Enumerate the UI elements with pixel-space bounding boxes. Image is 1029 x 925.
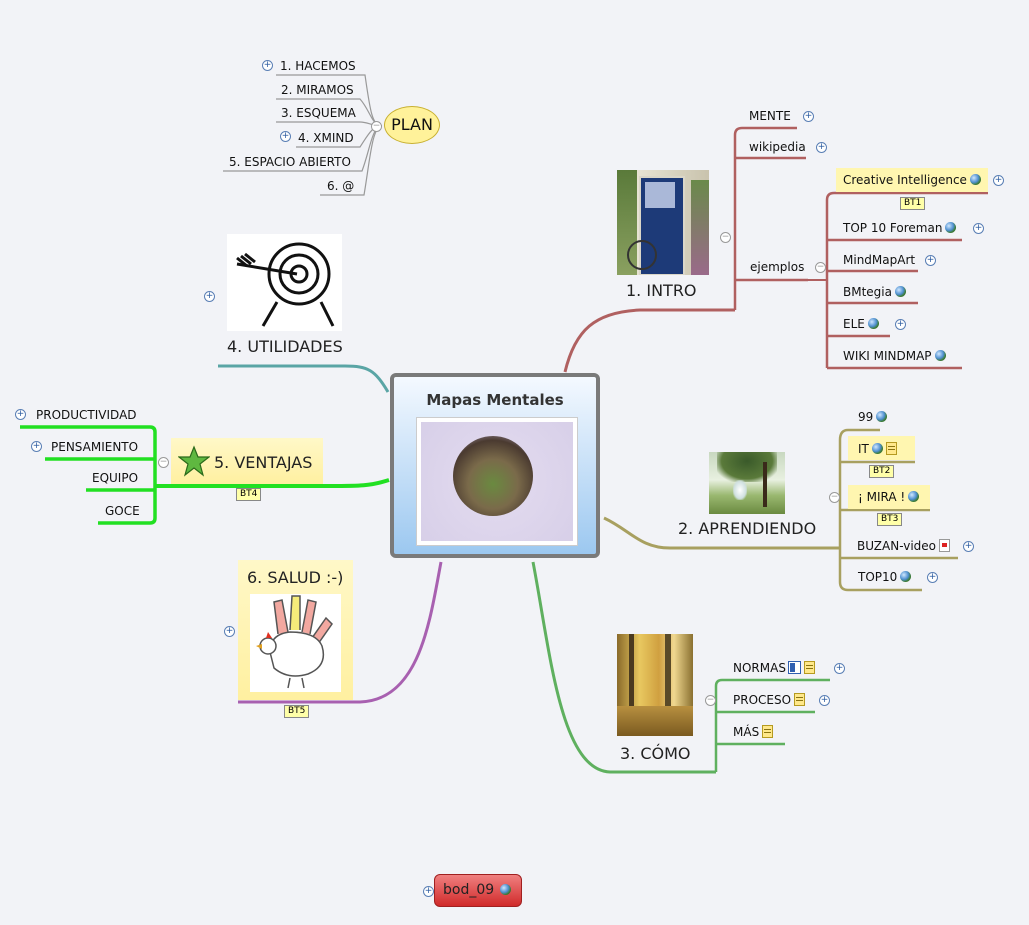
salud-topic[interactable]: 6. SALUD :-)	[247, 568, 344, 587]
aprendiendo-mira[interactable]: ¡ MIRA !	[858, 490, 920, 504]
buzan-video-expand[interactable]: +	[963, 541, 974, 552]
web-link-icon[interactable]	[900, 571, 912, 582]
attachment-icon[interactable]	[939, 539, 950, 552]
ventajas-pensamiento[interactable]: PENSAMIENTO	[51, 440, 139, 454]
web-link-icon[interactable]	[945, 222, 957, 233]
intro-wikipedia-expand[interactable]: +	[816, 142, 827, 153]
como-proceso[interactable]: PROCESO	[733, 693, 806, 707]
central-topic-title: Mapas Mentales	[426, 391, 564, 409]
utilidades-expand[interactable]: +	[204, 291, 215, 302]
example-bmtegia[interactable]: BMtegia	[843, 285, 906, 299]
note-icon[interactable]	[762, 725, 774, 738]
example-ele[interactable]: ELE	[843, 317, 879, 331]
ventajas-equipo[interactable]: EQUIPO	[92, 471, 139, 485]
como-collapse-toggle[interactable]: −	[705, 695, 716, 706]
central-topic-image	[416, 417, 578, 546]
aprendiendo-buzan-video[interactable]: BUZAN-video	[857, 539, 950, 553]
plan-collapse-toggle[interactable]: −	[371, 121, 382, 132]
plan-item-miramos[interactable]: 2. MIRAMOS	[281, 83, 354, 97]
salud-expand[interactable]: +	[224, 626, 235, 637]
intro-ejemplos[interactable]: ejemplos	[750, 260, 805, 274]
central-topic[interactable]: Mapas Mentales	[390, 373, 600, 558]
como-normas[interactable]: NORMAS	[733, 661, 815, 675]
proceso-expand[interactable]: +	[819, 695, 830, 706]
web-link-icon[interactable]	[871, 443, 883, 454]
aprendiendo-collapse-toggle[interactable]: −	[829, 492, 840, 503]
utilidades-target-image	[227, 234, 342, 331]
intro-wikipedia[interactable]: wikipedia	[749, 140, 806, 154]
plan-item-1-expand[interactable]: +	[262, 60, 273, 71]
aprendiendo-connectors	[603, 428, 958, 592]
top10-expand[interactable]: +	[927, 572, 938, 583]
pensamiento-expand[interactable]: +	[31, 441, 42, 452]
document-icon[interactable]	[787, 661, 801, 674]
footer-topic[interactable]: bod_09	[434, 874, 522, 907]
como-connectors	[531, 561, 830, 774]
utilidades-connector	[218, 364, 390, 393]
web-link-icon[interactable]	[934, 350, 946, 361]
intro-badge-bt1[interactable]: BT1	[900, 197, 926, 210]
intro-door-image	[617, 170, 709, 275]
aprendiendo-topic[interactable]: 2. APRENDIENDO	[678, 519, 817, 538]
plan-item-hacemos[interactable]: 1. HACEMOS	[280, 59, 356, 73]
web-link-icon[interactable]	[894, 286, 906, 297]
salud-hand-turkey-image	[250, 594, 341, 692]
plan-item-4-expand[interactable]: +	[280, 131, 291, 142]
como-topic[interactable]: 3. CÓMO	[620, 744, 691, 763]
normas-expand[interactable]: +	[834, 663, 845, 674]
note-icon[interactable]	[794, 693, 806, 706]
ventajas-productividad[interactable]: PRODUCTIVIDAD	[36, 408, 137, 422]
intro-collapse-toggle[interactable]: −	[720, 232, 731, 243]
example-mindmapart[interactable]: MindMapArt	[843, 253, 916, 267]
aprendiendo-badge-bt3[interactable]: BT3	[877, 513, 903, 526]
salud-badge-bt5[interactable]: BT5	[284, 705, 310, 718]
example-wiki-mindmap[interactable]: WIKI MINDMAP	[843, 349, 946, 363]
intro-mente[interactable]: MENTE	[749, 109, 791, 123]
footer-topic-label: bod_09	[443, 882, 495, 898]
aprendiendo-park-image	[709, 452, 785, 514]
web-link-icon[interactable]	[867, 318, 879, 329]
ventajas-collapse-toggle[interactable]: −	[158, 457, 169, 468]
web-link-icon[interactable]	[969, 174, 981, 185]
productividad-expand[interactable]: +	[15, 409, 26, 420]
intro-connectors	[563, 126, 988, 373]
creative-intelligence-expand[interactable]: +	[993, 175, 1004, 186]
aprendiendo-99[interactable]: 99	[858, 410, 888, 424]
salud-connector	[238, 561, 443, 704]
plan-item-espacio-abierto[interactable]: 5. ESPACIO ABIERTO	[229, 155, 351, 169]
web-link-icon[interactable]	[500, 884, 512, 895]
mindmapart-expand[interactable]: +	[925, 255, 936, 266]
ventajas-badge-bt4[interactable]: BT4	[236, 488, 262, 501]
footer-topic-expand[interactable]: +	[423, 886, 434, 897]
intro-ejemplos-collapse[interactable]: −	[815, 262, 826, 273]
aprendiendo-badge-bt2[interactable]: BT2	[869, 465, 895, 478]
web-link-icon[interactable]	[876, 411, 888, 422]
note-icon[interactable]	[885, 442, 897, 455]
aprendiendo-top10[interactable]: TOP10	[858, 570, 912, 584]
example-creative-intelligence[interactable]: Creative Intelligence	[843, 173, 981, 187]
ventajas-topic[interactable]: 5. VENTAJAS	[214, 453, 313, 472]
example-top10-foreman[interactable]: TOP 10 Foreman	[843, 221, 957, 235]
intro-mente-expand[interactable]: +	[803, 111, 814, 122]
como-mas[interactable]: MÁS	[733, 725, 774, 739]
note-icon[interactable]	[803, 661, 815, 674]
intro-topic[interactable]: 1. INTRO	[626, 281, 697, 300]
plan-topic[interactable]: PLAN	[384, 106, 440, 144]
utilidades-topic[interactable]: 4. UTILIDADES	[227, 337, 343, 356]
plan-item-esquema[interactable]: 3. ESQUEMA	[281, 106, 356, 120]
plan-item-arroba[interactable]: 6. @	[327, 179, 355, 193]
plan-item-xmind[interactable]: 4. XMIND	[298, 131, 354, 145]
top10-foreman-expand[interactable]: +	[973, 223, 984, 234]
ele-expand[interactable]: +	[895, 319, 906, 330]
ventajas-connectors	[20, 425, 390, 525]
aprendiendo-it[interactable]: IT	[858, 442, 897, 456]
ventajas-goce[interactable]: GOCE	[105, 504, 140, 518]
como-forest-image	[617, 634, 693, 736]
star-icon	[178, 445, 210, 477]
web-link-icon[interactable]	[908, 491, 920, 502]
creative-intelligence-highlight	[836, 168, 988, 192]
